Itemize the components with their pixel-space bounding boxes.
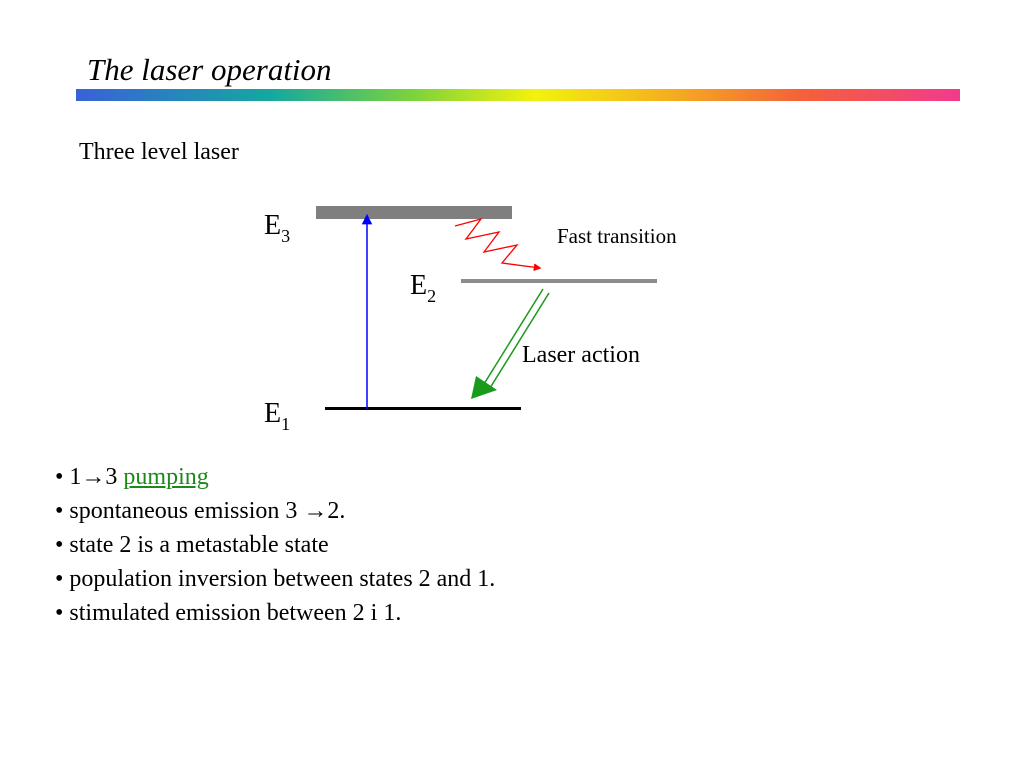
pumping-link[interactable]: pumping [123,464,209,490]
slide-subtitle: Three level laser [79,139,239,165]
level-e3-bar [316,206,512,219]
bullet-stimulated-emission: • stimulated emission between 2 i 1. [55,600,402,626]
level-e2-bar [461,279,657,283]
laser-action-label: Laser action [522,342,640,368]
level-e1-bar [325,407,521,410]
laser-action-arrow [471,288,550,399]
fast-transition-arrow [454,217,542,272]
bullet-spontaneous-emission: • spontaneous emission 3 →2. [55,498,346,524]
level-e2-label: E2 [410,270,436,306]
bullet-list: • 1→3 pumping • spontaneous emission 3 →… [55,460,495,630]
level-e3-label: E3 [264,210,290,246]
fast-transition-label: Fast transition [557,224,677,248]
bullet-metastable-state: • state 2 is a metastable state [55,532,329,558]
title-gradient-bar [76,89,960,101]
bullet-pumping: • 1→3 pumping [55,464,209,490]
level-e1-label: E1 [264,398,290,434]
bullet-population-inversion: • population inversion between states 2 … [55,566,496,592]
slide-title: The laser operation [87,52,332,87]
